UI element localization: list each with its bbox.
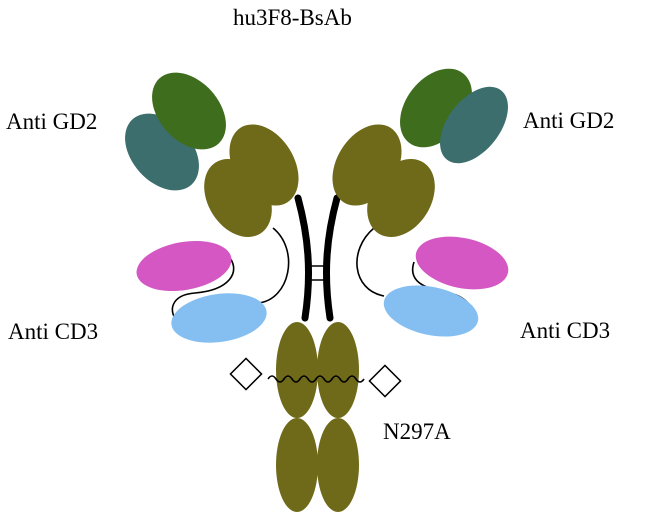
fab-left-cl <box>204 158 272 238</box>
diagram-title: hu3F8-BsAb <box>233 5 352 30</box>
n297a-label: N297A <box>383 419 451 444</box>
gd2-left-inner-domain <box>152 72 226 150</box>
fc-ch3-left <box>276 418 318 512</box>
fc-ch2-left <box>276 322 318 418</box>
cd3-right-blue-domain <box>383 285 479 337</box>
fab-right-cl <box>367 158 435 238</box>
linker-right-fab-to-cd3 <box>356 227 385 297</box>
anti-gd2-left-label: Anti GD2 <box>6 109 98 134</box>
anti-cd3-right-label: Anti CD3 <box>520 318 611 343</box>
anti-gd2-right-label: Anti GD2 <box>523 108 615 133</box>
cd3-left-blue-domain <box>171 293 267 343</box>
n297a-left-diamond <box>229 357 263 391</box>
linker-left-cd3-vh-vl <box>171 257 235 323</box>
cd3-right-pink-domain <box>415 236 509 290</box>
hinge-right <box>322 194 341 322</box>
gd2-right-outer-domain <box>440 86 508 164</box>
n297a-right-diamond <box>368 364 402 398</box>
fc-ch2-right <box>317 322 359 418</box>
hinge-left <box>294 194 313 322</box>
linker-left-fab-to-cd3 <box>257 227 290 304</box>
glycan-chain <box>267 375 365 383</box>
anti-cd3-left-label: Anti CD3 <box>8 319 99 344</box>
cd3-left-pink-domain <box>136 240 232 292</box>
fc-ch3-right <box>317 418 359 512</box>
